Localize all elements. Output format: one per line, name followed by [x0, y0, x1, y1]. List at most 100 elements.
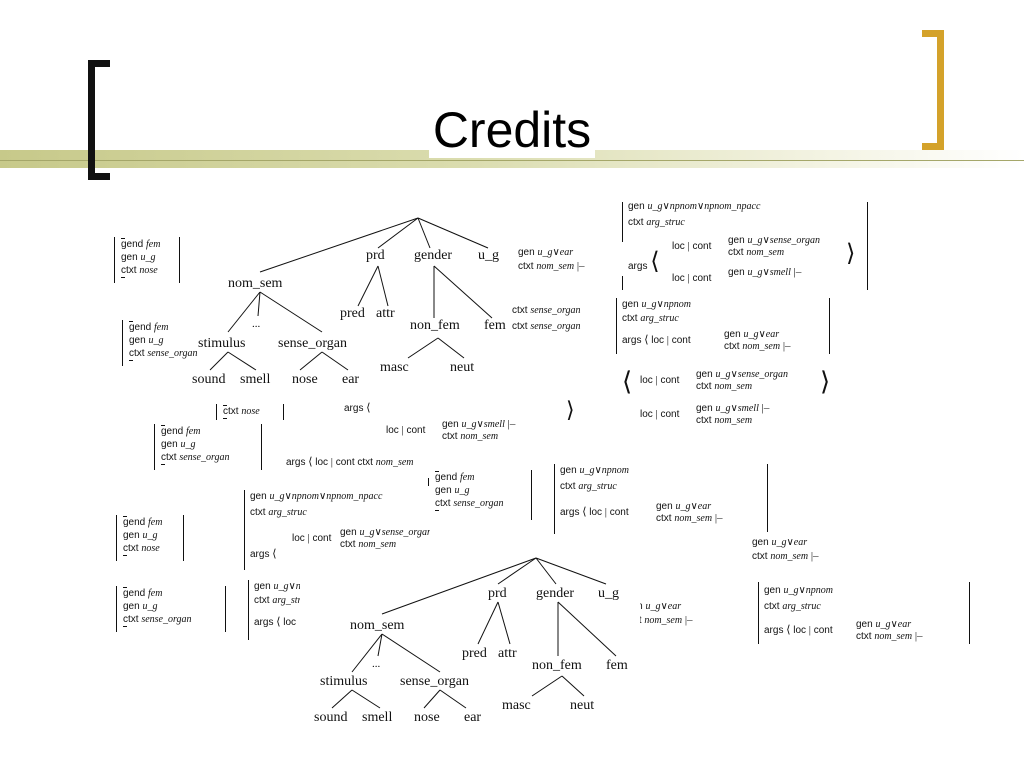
avm-attr: gen: [728, 267, 745, 278]
avm-attr: gen: [123, 530, 140, 541]
avm-attr: ctxt: [357, 457, 373, 468]
avm-val: nom_sem: [714, 381, 753, 392]
node-masc: masc: [502, 698, 531, 713]
avm-attr: ctxt: [628, 217, 644, 228]
avm-attr: ctxt: [435, 498, 451, 509]
avm-gend-fem-sense-4: gend fem gen u_g ctxt sense_organ: [428, 470, 532, 520]
node-stimulus: stimulus: [198, 336, 246, 351]
tail: |–: [914, 630, 923, 642]
avm-attr: args: [628, 261, 648, 272]
node-attr: attr: [376, 306, 395, 321]
avm-attr: gen: [161, 439, 178, 450]
avm-gend-fem-sense-2: gend fem gen u_g ctxt sense_organ: [154, 424, 262, 470]
avm-val: arg_struc: [272, 595, 306, 606]
avm-val: fem: [154, 322, 169, 333]
avm-attr: gend: [435, 472, 458, 483]
avm-npnom-center: gen u_g∨npnom ctxt arg_struc args ⟨ loc …: [552, 462, 772, 540]
avm-attr: gen: [518, 247, 535, 258]
avm-val: u_g∨npnom: [641, 299, 691, 310]
avm-attr: loc: [640, 375, 653, 386]
avm-attr: gen: [764, 585, 781, 596]
angle-open: ⟨: [622, 367, 633, 396]
avm-attr: ctxt: [250, 507, 266, 518]
avm-attr: args: [250, 549, 270, 560]
avm-attr: loc: [283, 617, 297, 628]
type-hierarchy-tree-top: prd gender u_g nom_sem pred attr ... non…: [182, 212, 512, 397]
avm-val: u_g∨npnom: [273, 581, 306, 592]
avm-val: arg_struc: [578, 481, 617, 492]
avm-attr: gen: [724, 329, 741, 340]
avm-attr: gend: [123, 588, 146, 599]
avm-val: arg_struc: [640, 313, 679, 324]
node-nose: nose: [414, 710, 440, 725]
avm-gend-fem-sense-3: gend fem gen u_g ctxt sense_organ: [116, 586, 226, 632]
angle-close: ⟩: [846, 241, 856, 267]
node-gender: gender: [536, 586, 575, 601]
avm-attr: args: [286, 457, 306, 468]
avm-attr: ctxt: [856, 631, 872, 642]
avm-partial-left: gen u_g∨npnom ctxt arg_struc args ⟨ loc: [246, 576, 306, 642]
avm-attr: gend: [121, 239, 144, 250]
avm-val: u_g∨ear: [771, 537, 808, 548]
avm-attr: gen: [628, 201, 645, 212]
avm-attr: ctxt: [123, 543, 139, 554]
avm-val: u_g: [142, 530, 158, 541]
tail: |–: [684, 614, 693, 626]
node-smell: smell: [362, 710, 393, 725]
node-u-g: u_g: [598, 586, 619, 601]
angle-close: ⟩: [820, 367, 831, 396]
avm-attr: gen: [752, 537, 769, 548]
title-rule: [0, 160, 1024, 161]
avm-val: nom_sem: [714, 415, 753, 426]
angle-open: ⟨: [650, 249, 660, 275]
avm-val: sense_organ: [530, 305, 581, 316]
avm-val: sense_organ: [453, 498, 504, 509]
avm-attr: ctxt: [622, 313, 638, 324]
avm-attr: ctxt: [512, 321, 528, 332]
avm-npnom-middle: gen u_g∨npnom ctxt arg_struc args ⟨ loc …: [612, 296, 830, 356]
avm-val: arg_struc: [782, 601, 821, 612]
node-neut: neut: [570, 698, 595, 713]
node-fem: fem: [606, 658, 628, 673]
avm-ear-lower-right: gen u_g∨ear ctxt nom_sem |–: [748, 532, 868, 568]
avm-attr: ctxt: [696, 415, 712, 426]
avm-val: u_g∨ear: [743, 329, 780, 340]
avm-attr: loc: [672, 241, 685, 252]
avm-attr: ctxt: [123, 614, 139, 625]
avm-attr: loc: [672, 273, 685, 284]
avm-val: u_g∨smell: [461, 419, 505, 430]
avm-complex-top-right: gen u_g∨npnom∨npnom_npacc ctxt arg_struc…: [616, 198, 872, 294]
angle-close: ⟩: [566, 398, 575, 422]
avm-attr: gen: [435, 485, 452, 496]
avm-ctxt-nose: ctxt nose: [216, 404, 284, 420]
avm-attr: gen: [250, 491, 267, 502]
node-ellipsis: ...: [252, 318, 261, 330]
avm-val: u_g∨sense_organ: [747, 235, 820, 246]
avm-val: nom_sem: [674, 513, 713, 524]
avm-val: u_g: [148, 335, 164, 346]
avm-val: u_g∨sense_organ: [359, 527, 430, 538]
avm-sense-smell-middle: ⟨ loc | cont gen u_g∨sense_organ ctxt no…: [620, 358, 840, 440]
avm-val: nom_sem: [742, 341, 781, 352]
avm-val: nose: [139, 265, 158, 276]
avm-val: u_g∨ear: [645, 601, 682, 612]
avm-attr: gen: [622, 299, 639, 310]
avm-val: sense_organ: [179, 452, 230, 463]
avm-attr: ctxt: [728, 247, 744, 258]
node-sound: sound: [314, 710, 348, 725]
avm-attr: gend: [129, 322, 152, 333]
angle-open: ⟨: [786, 624, 791, 636]
avm-attr: loc: [640, 409, 653, 420]
avm-val: sense_organ: [141, 614, 192, 625]
node-non-fem: non_fem: [532, 658, 582, 673]
tail: |–: [714, 512, 723, 524]
node-sound: sound: [192, 372, 226, 387]
node-prd: prd: [366, 248, 385, 263]
avm-val: nom_sem: [358, 539, 397, 550]
avm-val: arg_struc: [268, 507, 307, 518]
avm-attr: cont: [692, 241, 712, 252]
avm-val: nom_sem: [746, 247, 785, 258]
avm-attr: ctxt: [518, 261, 534, 272]
node-ear: ear: [342, 372, 360, 387]
avm-val: u_g∨sense_organ: [715, 369, 788, 380]
